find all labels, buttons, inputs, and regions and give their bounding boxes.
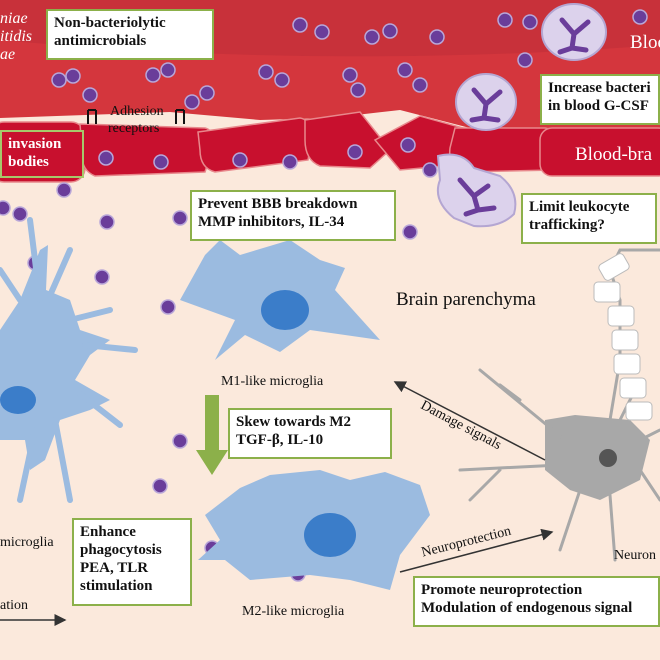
left-microglia-label: microglia [0,535,54,550]
bacterium [400,137,416,153]
bacterium [99,214,115,230]
bacterium [350,82,366,98]
bacterium [160,299,176,315]
bacterium [153,154,169,170]
bacterium [422,162,438,178]
bacterium [172,210,188,226]
limit-leukocyte-line-2: trafficking? [529,217,605,233]
prevent-bbb-box: Prevent BBB breakdown MMP inhibitors, IL… [190,190,396,241]
limit-leukocyte-box: Limit leukocyte trafficking? [521,193,657,244]
bacterium [522,14,538,30]
m2-microglia-nucleus [304,513,356,557]
leukocyte-1 [541,3,607,61]
m1-microglia-label: M1-like microglia [221,374,324,389]
invasion-line-1: invasion [8,136,62,152]
bacterium [402,224,418,240]
bacterium [172,433,188,449]
left-microglia-nucleus [0,386,36,414]
bacterium [199,85,215,101]
enhance-phago-line-4: stimulation [80,578,153,594]
promote-neuro-line-1: Promote neuroprotection [421,582,583,598]
enhance-phago-line-1: Enhance [80,524,136,540]
endothelium-layer [0,111,660,183]
bacterium [184,94,200,110]
bacterium [51,72,67,88]
bacterium [397,62,413,78]
bacterium [65,68,81,84]
bacterium [12,206,28,222]
bacterium [98,150,114,166]
prevent-bbb-line-1: Prevent BBB breakdown [198,196,358,212]
neuron-label: Neuron [614,548,656,563]
promote-neuro-line-2: Modulation of endogenous signal [421,600,633,616]
pathogen-line-3: ae [0,46,16,63]
invasion-line-2: bodies [8,154,49,170]
brain-parenchyma-label: Brain parenchyma [396,289,536,310]
pathogen-names: niae itidis ae [0,10,32,64]
bacterium [94,269,110,285]
neuron-nucleus [599,449,617,467]
bacterium [517,52,533,68]
blood-label: Blood [630,32,660,53]
bacterium [412,77,428,93]
bacterium [232,152,248,168]
bacterium [82,87,98,103]
bacterium [382,23,398,39]
non-bacteriolytic-line-1: Non-bacteriolytic [54,15,166,31]
neuron [458,248,660,562]
limit-leukocyte-line-1: Limit leukocyte [529,199,630,215]
bacterium [0,200,11,216]
bacterium [429,29,445,45]
enhance-phagocytosis-box: Enhance phagocytosis PEA, TLR stimulatio… [72,518,192,606]
ation-label: ation [0,598,28,613]
skew-m2-line-2: TGF-β, IL-10 [236,432,324,448]
promote-neuroprotection-box: Promote neuroprotection Modulation of en… [413,576,660,627]
leukocyte-transmigrating [436,153,517,228]
leukocyte-2 [455,73,517,131]
adhesion-receptors-label-2: receptors [108,121,160,136]
bacterium [274,72,290,88]
increase-bacterial-line-1: Increase bacteri [548,80,651,96]
bacterium [314,24,330,40]
non-bacteriolytic-line-2: antimicrobials [54,33,147,49]
pathogen-line-1: niae [0,10,28,27]
bacterium [152,478,168,494]
m1-microglia-nucleus [261,290,309,330]
bacterium [364,29,380,45]
bacterium [292,17,308,33]
skew-arrow [196,395,228,475]
bacterium [145,67,161,83]
bacterium [258,64,274,80]
bacterium [282,154,298,170]
adhesion-receptors-label-1: Adhesion [110,104,164,119]
m2-microglia [198,470,430,590]
bacterium [497,12,513,28]
m2-microglia-label: M2-like microglia [242,604,345,619]
increase-bacterial-box: Increase bacteri in blood G-CSF [540,74,660,125]
blood-brain-barrier-label: Blood-bra [575,144,653,165]
myelin-sheath [593,253,653,421]
m1-microglia [180,240,380,360]
enhance-phago-line-3: PEA, TLR [80,560,149,576]
bacterium [56,182,72,198]
invasion-box: invasion bodies [0,130,84,178]
skew-m2-box: Skew towards M2 TGF-β, IL-10 [228,408,392,459]
bacterium [160,62,176,78]
enhance-phago-line-2: phagocytosis [80,542,162,558]
neuroprotection-arrow [399,528,554,573]
bacterium [632,9,648,25]
skew-m2-line-1: Skew towards M2 [236,414,351,430]
prevent-bbb-line-2: MMP inhibitors, IL-34 [198,214,345,230]
adhesion-receptors [87,109,185,124]
pathogen-line-2: itidis [0,28,33,45]
increase-bacterial-line-2: in blood G-CSF [548,98,649,114]
damage-signals-arrow [393,381,546,461]
bacterium [347,144,363,160]
left-microglia [0,217,138,503]
bacterium [342,67,358,83]
non-bacteriolytic-box: Non-bacteriolytic antimicrobials [46,9,214,60]
